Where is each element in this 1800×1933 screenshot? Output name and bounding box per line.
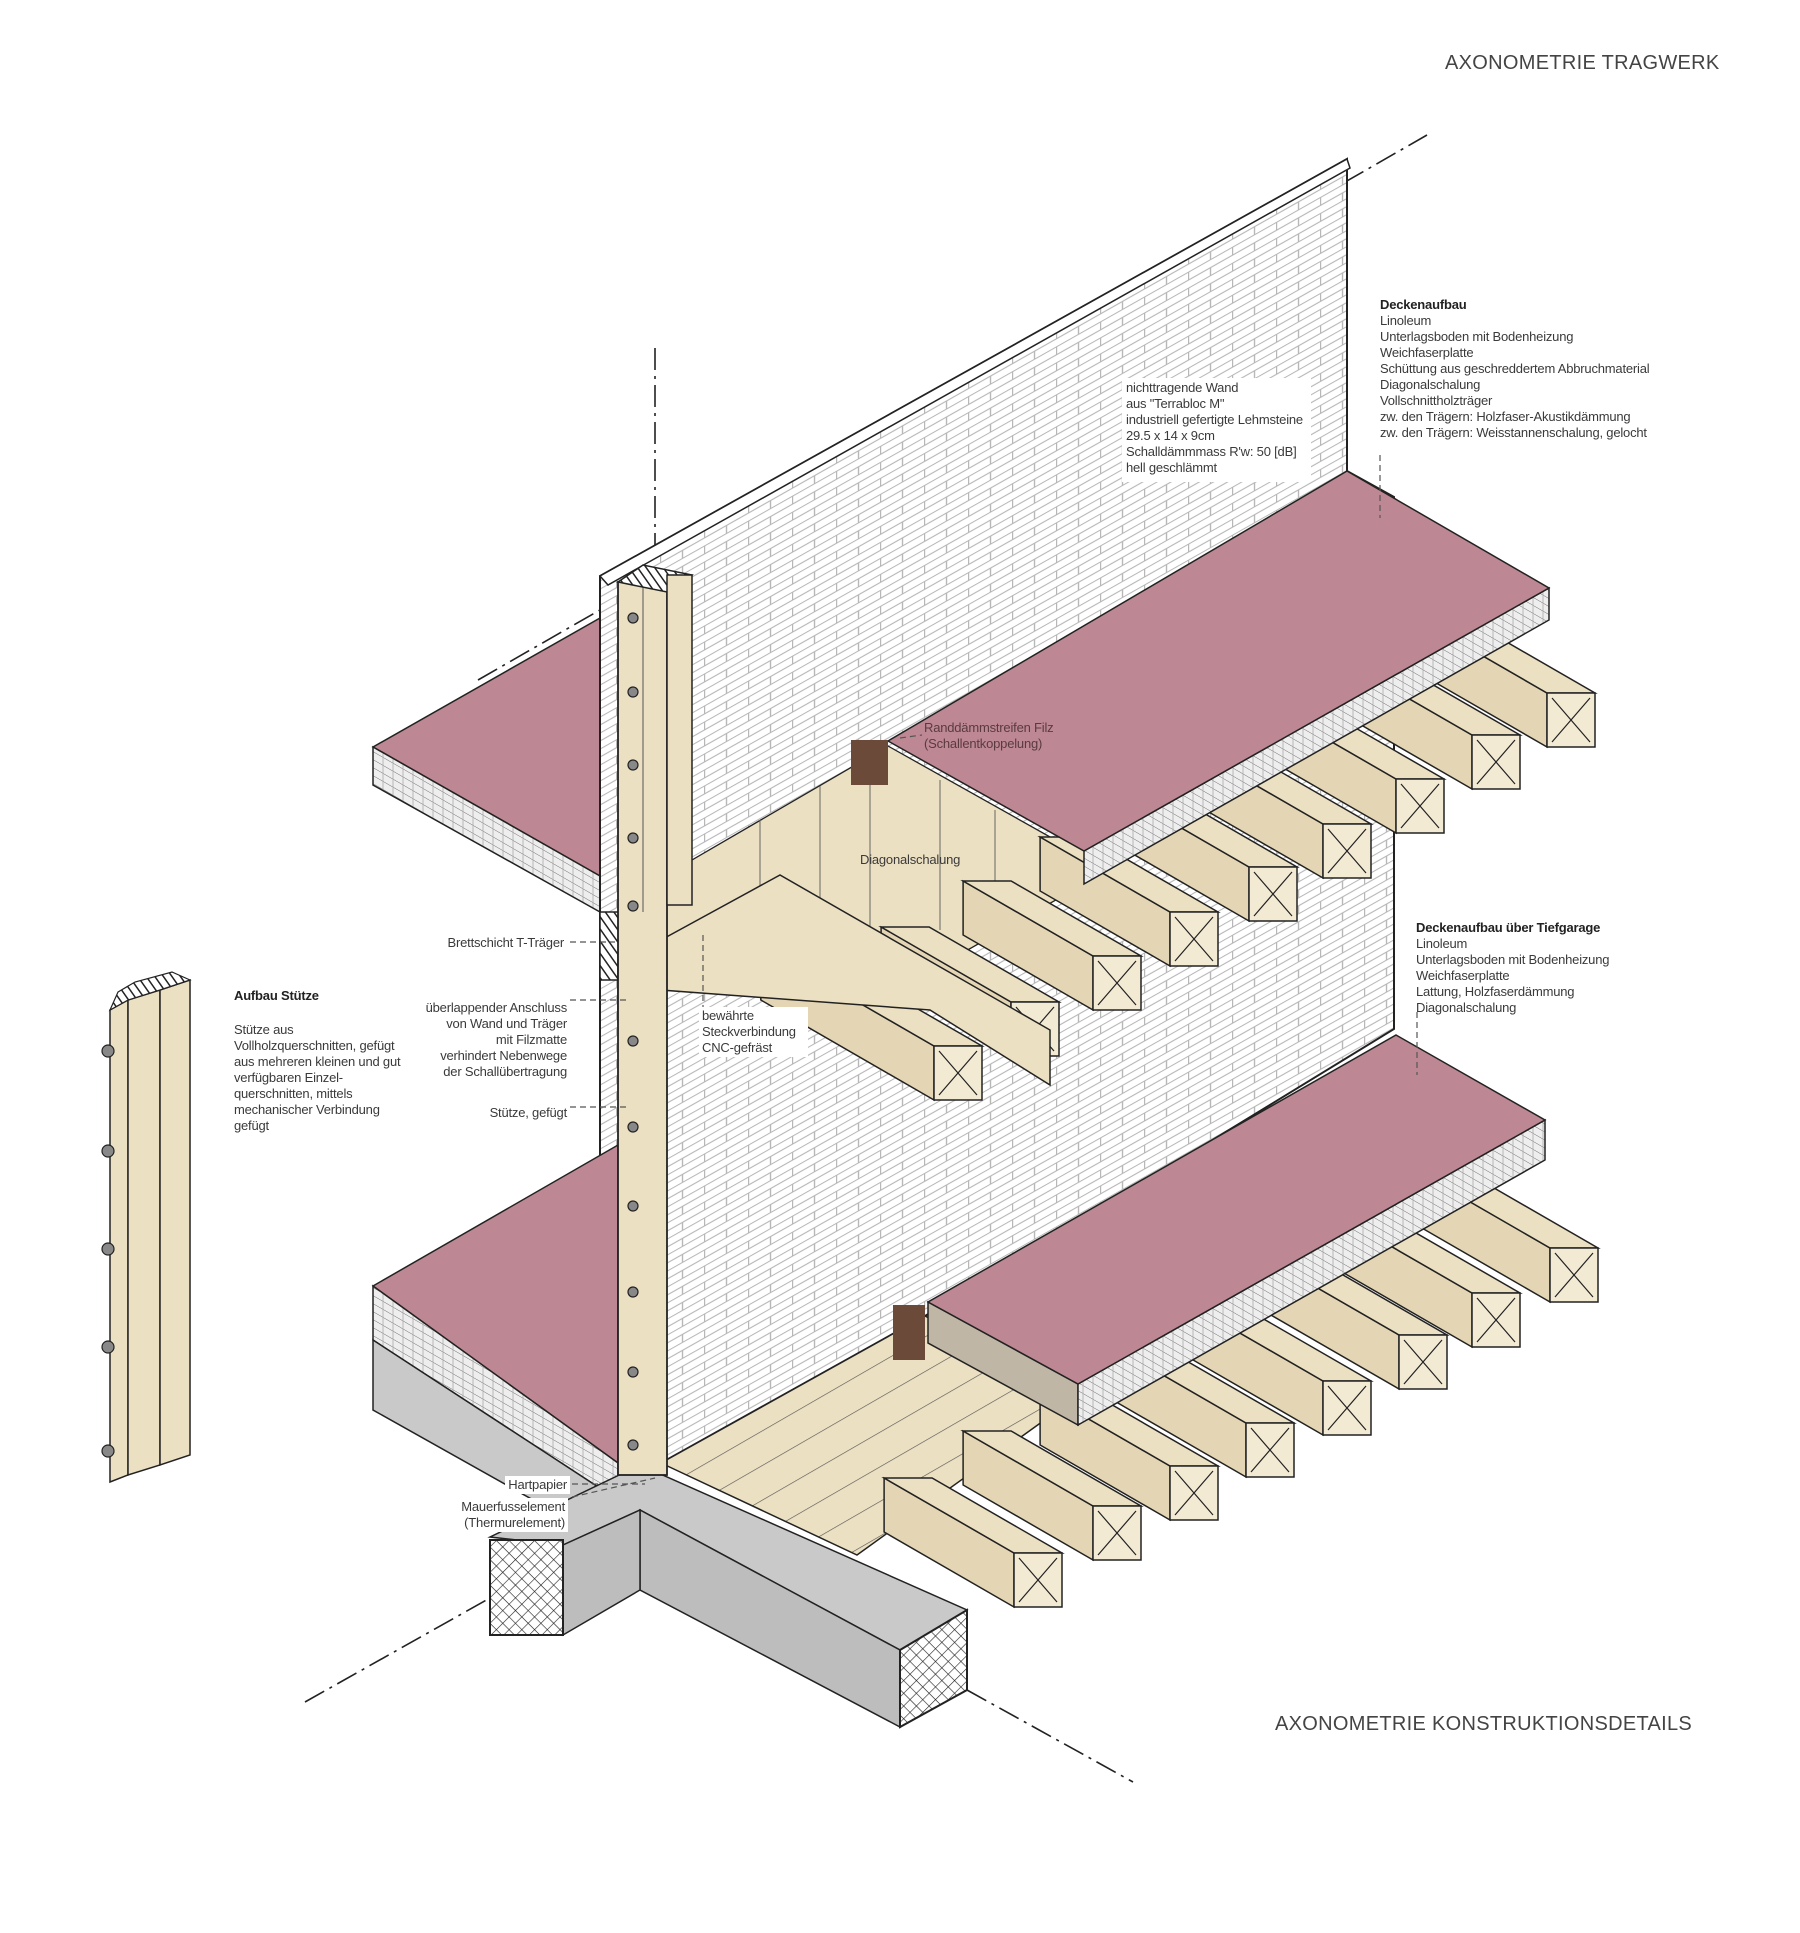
callout-ueberlappend: überlappender Anschluss von Wand und Trä…	[425, 1000, 568, 1080]
callout-line: (Thermurelement)	[464, 1515, 565, 1530]
wall-label-line: hell geschlämmt	[1126, 460, 1217, 475]
callout-line: (Schallentkoppelung)	[924, 736, 1043, 751]
callout-brettschicht: Brettschicht T-Träger	[444, 934, 567, 952]
legend-line: Linoleum	[1416, 936, 1468, 951]
callout-line: von Wand und Träger	[446, 1016, 567, 1031]
legend-line: Diagonalschalung	[1380, 377, 1481, 392]
bolt-icon	[627, 1286, 639, 1298]
legend-line: querschnitten, mittels	[234, 1086, 353, 1101]
callout-line: verhindert Nebenwege	[440, 1048, 567, 1063]
callout-stuetze: Stütze, gefügt	[486, 1104, 570, 1122]
upper-left-slab	[371, 616, 601, 914]
legend-line: mechanischer Verbindung	[234, 1102, 380, 1117]
callout-hartpapier: Hartpapier	[505, 1476, 570, 1494]
beam-section-cross	[1097, 1510, 1137, 1556]
lower-right-slab	[926, 1034, 1547, 1427]
leader-lines	[570, 455, 1418, 1498]
callout-line: CNC-gefräst	[702, 1040, 773, 1055]
beam-section-cross	[1018, 1557, 1058, 1603]
beam-section-cross	[1174, 916, 1214, 962]
callout-mauerfusselement: Mauerfusselement (Thermurelement)	[458, 1498, 568, 1532]
bolt-icon	[627, 1366, 639, 1378]
legend-line: zw. den Trägern: Weisstannenschalung, ge…	[1380, 425, 1647, 440]
beam-section-cross	[1403, 1339, 1443, 1385]
beam-section-cross	[1253, 871, 1293, 917]
aufbau-stuetze-legend: Aufbau Stütze Stütze aus Vollholzquersch…	[234, 988, 401, 1134]
wall-top-cap	[598, 157, 1351, 586]
bolt-icon	[101, 1340, 115, 1354]
column-detail	[101, 971, 192, 1484]
legend-line: Vollschnittholzträger	[1380, 393, 1493, 408]
bolt-icon	[627, 1121, 639, 1133]
callout-line: bewährte	[702, 1008, 754, 1023]
beam-section-cross	[1174, 1470, 1214, 1516]
timber-column	[616, 564, 694, 1476]
bolt-icon	[627, 1439, 639, 1451]
callout-line: überlappender Anschluss	[425, 1000, 568, 1015]
beam-section-cross	[1327, 1385, 1367, 1431]
legend-line: Unterlagsboden mit Bodenheizung	[1380, 329, 1574, 344]
legend-line: Schüttung aus geschreddertem Abbruchmate…	[1380, 361, 1650, 376]
wall-label-line: nichttragende Wand	[1126, 380, 1239, 395]
legend-heading: Deckenaufbau über Tiefgarage	[1416, 920, 1601, 935]
legend-line: Lattung, Holzfaserdämmung	[1416, 984, 1575, 999]
callout-line: der Schallübertragung	[443, 1064, 567, 1079]
callout-randdaemmstreifen: Randdämmstreifen Filz (Schallentkoppelun…	[924, 720, 1054, 752]
bolt-icon	[627, 759, 639, 771]
legend-line: gefügt	[234, 1118, 269, 1133]
deckenaufbau-legend: Deckenaufbau Linoleum Unterlagsboden mit…	[1380, 297, 1650, 441]
callout-line: Steckverbindung	[702, 1024, 796, 1039]
bolt-icon	[101, 1144, 115, 1158]
beam-section-cross	[1400, 783, 1440, 829]
callout-line: Mauerfusselement	[461, 1499, 565, 1514]
legend-line: Stütze aus	[234, 1022, 294, 1037]
beam-section-cross	[1327, 828, 1367, 874]
wall-label-line: industriell gefertigte Lehmsteine	[1126, 412, 1303, 427]
title-konstruktionsdetails: AXONOMETRIE KONSTRUKTIONSDETAILS	[1275, 1713, 1693, 1735]
beam-section-cross	[1476, 1297, 1516, 1343]
bolt-icon	[627, 832, 639, 844]
legend-line: Diagonalschalung	[1416, 1000, 1517, 1015]
bolt-icon	[627, 686, 639, 698]
beam-section-cross	[1551, 697, 1591, 743]
legend-heading: Deckenaufbau	[1380, 297, 1467, 312]
wall-label-line: Schalldämmmass R'w: 50 [dB]	[1126, 444, 1297, 459]
legend-line: Vollholzquerschnitten, gefügt	[234, 1038, 395, 1053]
legend-line: Weichfaserplatte	[1416, 968, 1510, 983]
beam-section-cross	[1554, 1252, 1594, 1298]
bolt-icon	[101, 1242, 115, 1256]
legend-line: aus mehreren kleinen und gut	[234, 1054, 401, 1069]
bolt-icon	[101, 1044, 115, 1058]
bolt-icon	[101, 1444, 115, 1458]
wall-label: nichttragende Wand aus "Terrabloc M" ind…	[1122, 378, 1311, 482]
legend-line: Unterlagsboden mit Bodenheizung	[1416, 952, 1610, 967]
legend-heading: Aufbau Stütze	[234, 988, 319, 1003]
legend-line: verfügbaren Einzel-	[234, 1070, 343, 1085]
legend-line: zw. den Trägern: Holzfaser-Akustikdämmun…	[1380, 409, 1631, 424]
legend-line: Linoleum	[1380, 313, 1432, 328]
deckenaufbau-tiefgarage-legend: Deckenaufbau über Tiefgarage Linoleum Un…	[1416, 920, 1609, 1016]
bolt-icon	[627, 1200, 639, 1212]
callout-line: mit Filzmatte	[495, 1032, 567, 1047]
beam-section-cross	[1250, 1427, 1290, 1473]
callout-diagonalschalung: Diagonalschalung	[860, 852, 961, 867]
callout-steckverbindung: bewährte Steckverbindung CNC-gefräst	[699, 1007, 808, 1057]
wall-label-line: aus "Terrabloc M"	[1126, 396, 1225, 411]
upper-right-slab	[851, 470, 1551, 886]
beam-section-cross	[1097, 960, 1137, 1006]
wall-label-line: 29.5 x 14 x 9cm	[1126, 428, 1215, 443]
beam-section-cross	[938, 1050, 978, 1096]
title-tragwerk: AXONOMETRIE TRAGWERK	[1445, 52, 1720, 74]
bolt-icon	[627, 900, 639, 912]
bolt-icon	[627, 1035, 639, 1047]
foundation-beam	[487, 1464, 969, 1729]
callout-line: Randdämmstreifen Filz	[924, 720, 1054, 735]
beam-section-cross	[1476, 739, 1516, 785]
bolt-icon	[627, 612, 639, 624]
legend-line: Weichfaserplatte	[1380, 345, 1474, 360]
